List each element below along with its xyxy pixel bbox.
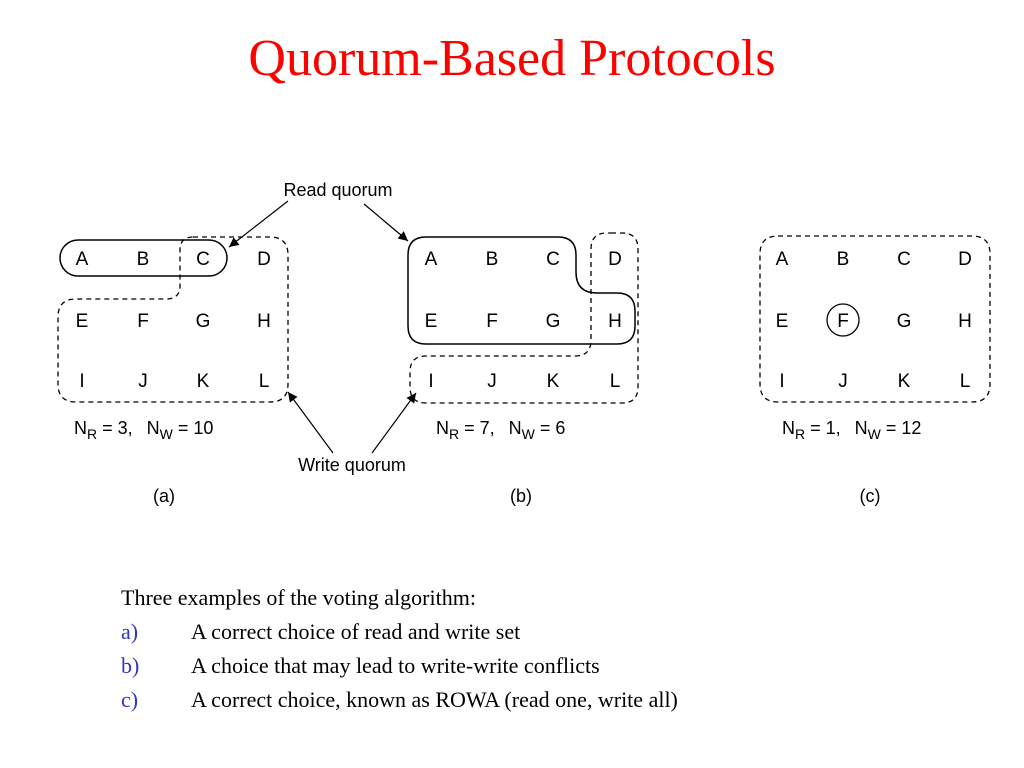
panel-b-node-k: K — [547, 371, 560, 392]
panel-b-node-h: H — [608, 311, 622, 332]
panel-a: A B C D E F G H I J K L NR = 3,NW = 10 (… — [57, 236, 289, 506]
panel-b-write-quorum-outline — [409, 232, 639, 404]
panel-c-node-h: H — [958, 311, 972, 332]
slide-title: Quorum-Based Protocols — [248, 30, 776, 87]
panel-a-node-a: A — [76, 249, 89, 270]
panel-a-node-b: B — [137, 249, 150, 270]
panel-c-node-b: B — [837, 249, 850, 270]
panel-a-node-j: J — [138, 371, 148, 392]
panel-b-node-l: L — [610, 371, 621, 392]
panel-a-node-d: D — [257, 249, 271, 270]
panel-a-node-g: G — [196, 311, 211, 332]
panel-a-write-quorum-outline — [57, 236, 289, 403]
panel-a-node-f: F — [137, 311, 149, 332]
panel-b-read-quorum-outline — [407, 236, 636, 345]
read-quorum-label: Read quorum — [283, 180, 392, 200]
panel-b-nodes: A B C D E F G H I J K L — [425, 249, 622, 392]
panel-c-node-f: F — [837, 311, 849, 332]
panel-b-node-i: I — [428, 371, 433, 392]
list-marker: b) — [121, 653, 140, 678]
panel-b-node-f: F — [486, 311, 498, 332]
panel-b-node-b: B — [486, 249, 499, 270]
quorum-diagram: A B C D E F G H I J K L NR = 3,NW = 10 (… — [57, 180, 991, 506]
write-quorum-arrow-b — [371, 392, 417, 454]
list-marker: a) — [121, 619, 139, 644]
panel-c-node-c: C — [897, 249, 911, 270]
list-marker: c) — [121, 687, 139, 712]
list-item: b) A choice that may lead to write-write… — [121, 652, 678, 680]
panel-c-node-g: G — [897, 311, 912, 332]
panel-b-node-e: E — [425, 311, 438, 332]
panel-c-node-k: K — [898, 371, 911, 392]
write-quorum-arrow-a — [287, 391, 334, 454]
panel-c-caption: (c) — [860, 486, 881, 506]
panel-c-nodes: A B C D E F G H I J K L — [776, 249, 972, 392]
panel-b-node-c: C — [546, 249, 560, 270]
panel-c-write-quorum-outline — [759, 235, 991, 403]
read-quorum-arrow-a — [228, 200, 289, 248]
list-item-text: A correct choice of read and write set — [191, 619, 521, 644]
panel-b-node-a: A — [425, 249, 438, 270]
list-item: c) A correct choice, known as ROWA (read… — [121, 686, 678, 714]
panel-c-node-e: E — [776, 311, 789, 332]
description-text: Three examples of the voting algorithm: … — [121, 584, 678, 720]
panel-b-node-d: D — [608, 249, 622, 270]
panel-a-node-i: I — [79, 371, 84, 392]
panel-c-node-i: I — [779, 371, 784, 392]
read-quorum-arrow-b — [363, 203, 409, 242]
panel-c-node-a: A — [776, 249, 789, 270]
list-item-text: A correct choice, known as ROWA (read on… — [191, 687, 678, 712]
panel-c-node-j: J — [838, 371, 848, 392]
panel-a-node-k: K — [197, 371, 210, 392]
panel-b-caption: (b) — [510, 486, 532, 506]
panel-a-caption: (a) — [153, 486, 175, 506]
panel-c-read-quorum-outline — [826, 303, 860, 337]
write-quorum-label: Write quorum — [298, 455, 406, 475]
panel-b-quorum-sizes: NR = 7,NW = 6 — [436, 418, 565, 442]
list-item: a) A correct choice of read and write se… — [121, 618, 678, 646]
panel-a-quorum-sizes: NR = 3,NW = 10 — [74, 418, 213, 442]
panel-b-node-g: G — [546, 311, 561, 332]
panel-a-read-quorum-outline — [59, 239, 228, 277]
panel-b: A B C D E F G H I J K L NR = 7,NW = 6 (b… — [407, 232, 639, 506]
panel-a-node-l: L — [259, 371, 270, 392]
intro-line: Three examples of the voting algorithm: — [121, 585, 476, 610]
panel-a-nodes: A B C D E F G H I J K L — [76, 249, 271, 392]
panel-a-node-h: H — [257, 311, 271, 332]
list-item-text: A choice that may lead to write-write co… — [191, 653, 600, 678]
panel-c: A B C D E F G H I J K L NR = 1,NW = 12 (… — [759, 235, 991, 506]
panel-a-node-c: C — [196, 249, 210, 270]
panel-c-quorum-sizes: NR = 1,NW = 12 — [782, 418, 921, 442]
panel-c-node-l: L — [960, 371, 971, 392]
panel-b-node-j: J — [487, 371, 497, 392]
panel-a-node-e: E — [76, 311, 89, 332]
panel-c-node-d: D — [958, 249, 972, 270]
